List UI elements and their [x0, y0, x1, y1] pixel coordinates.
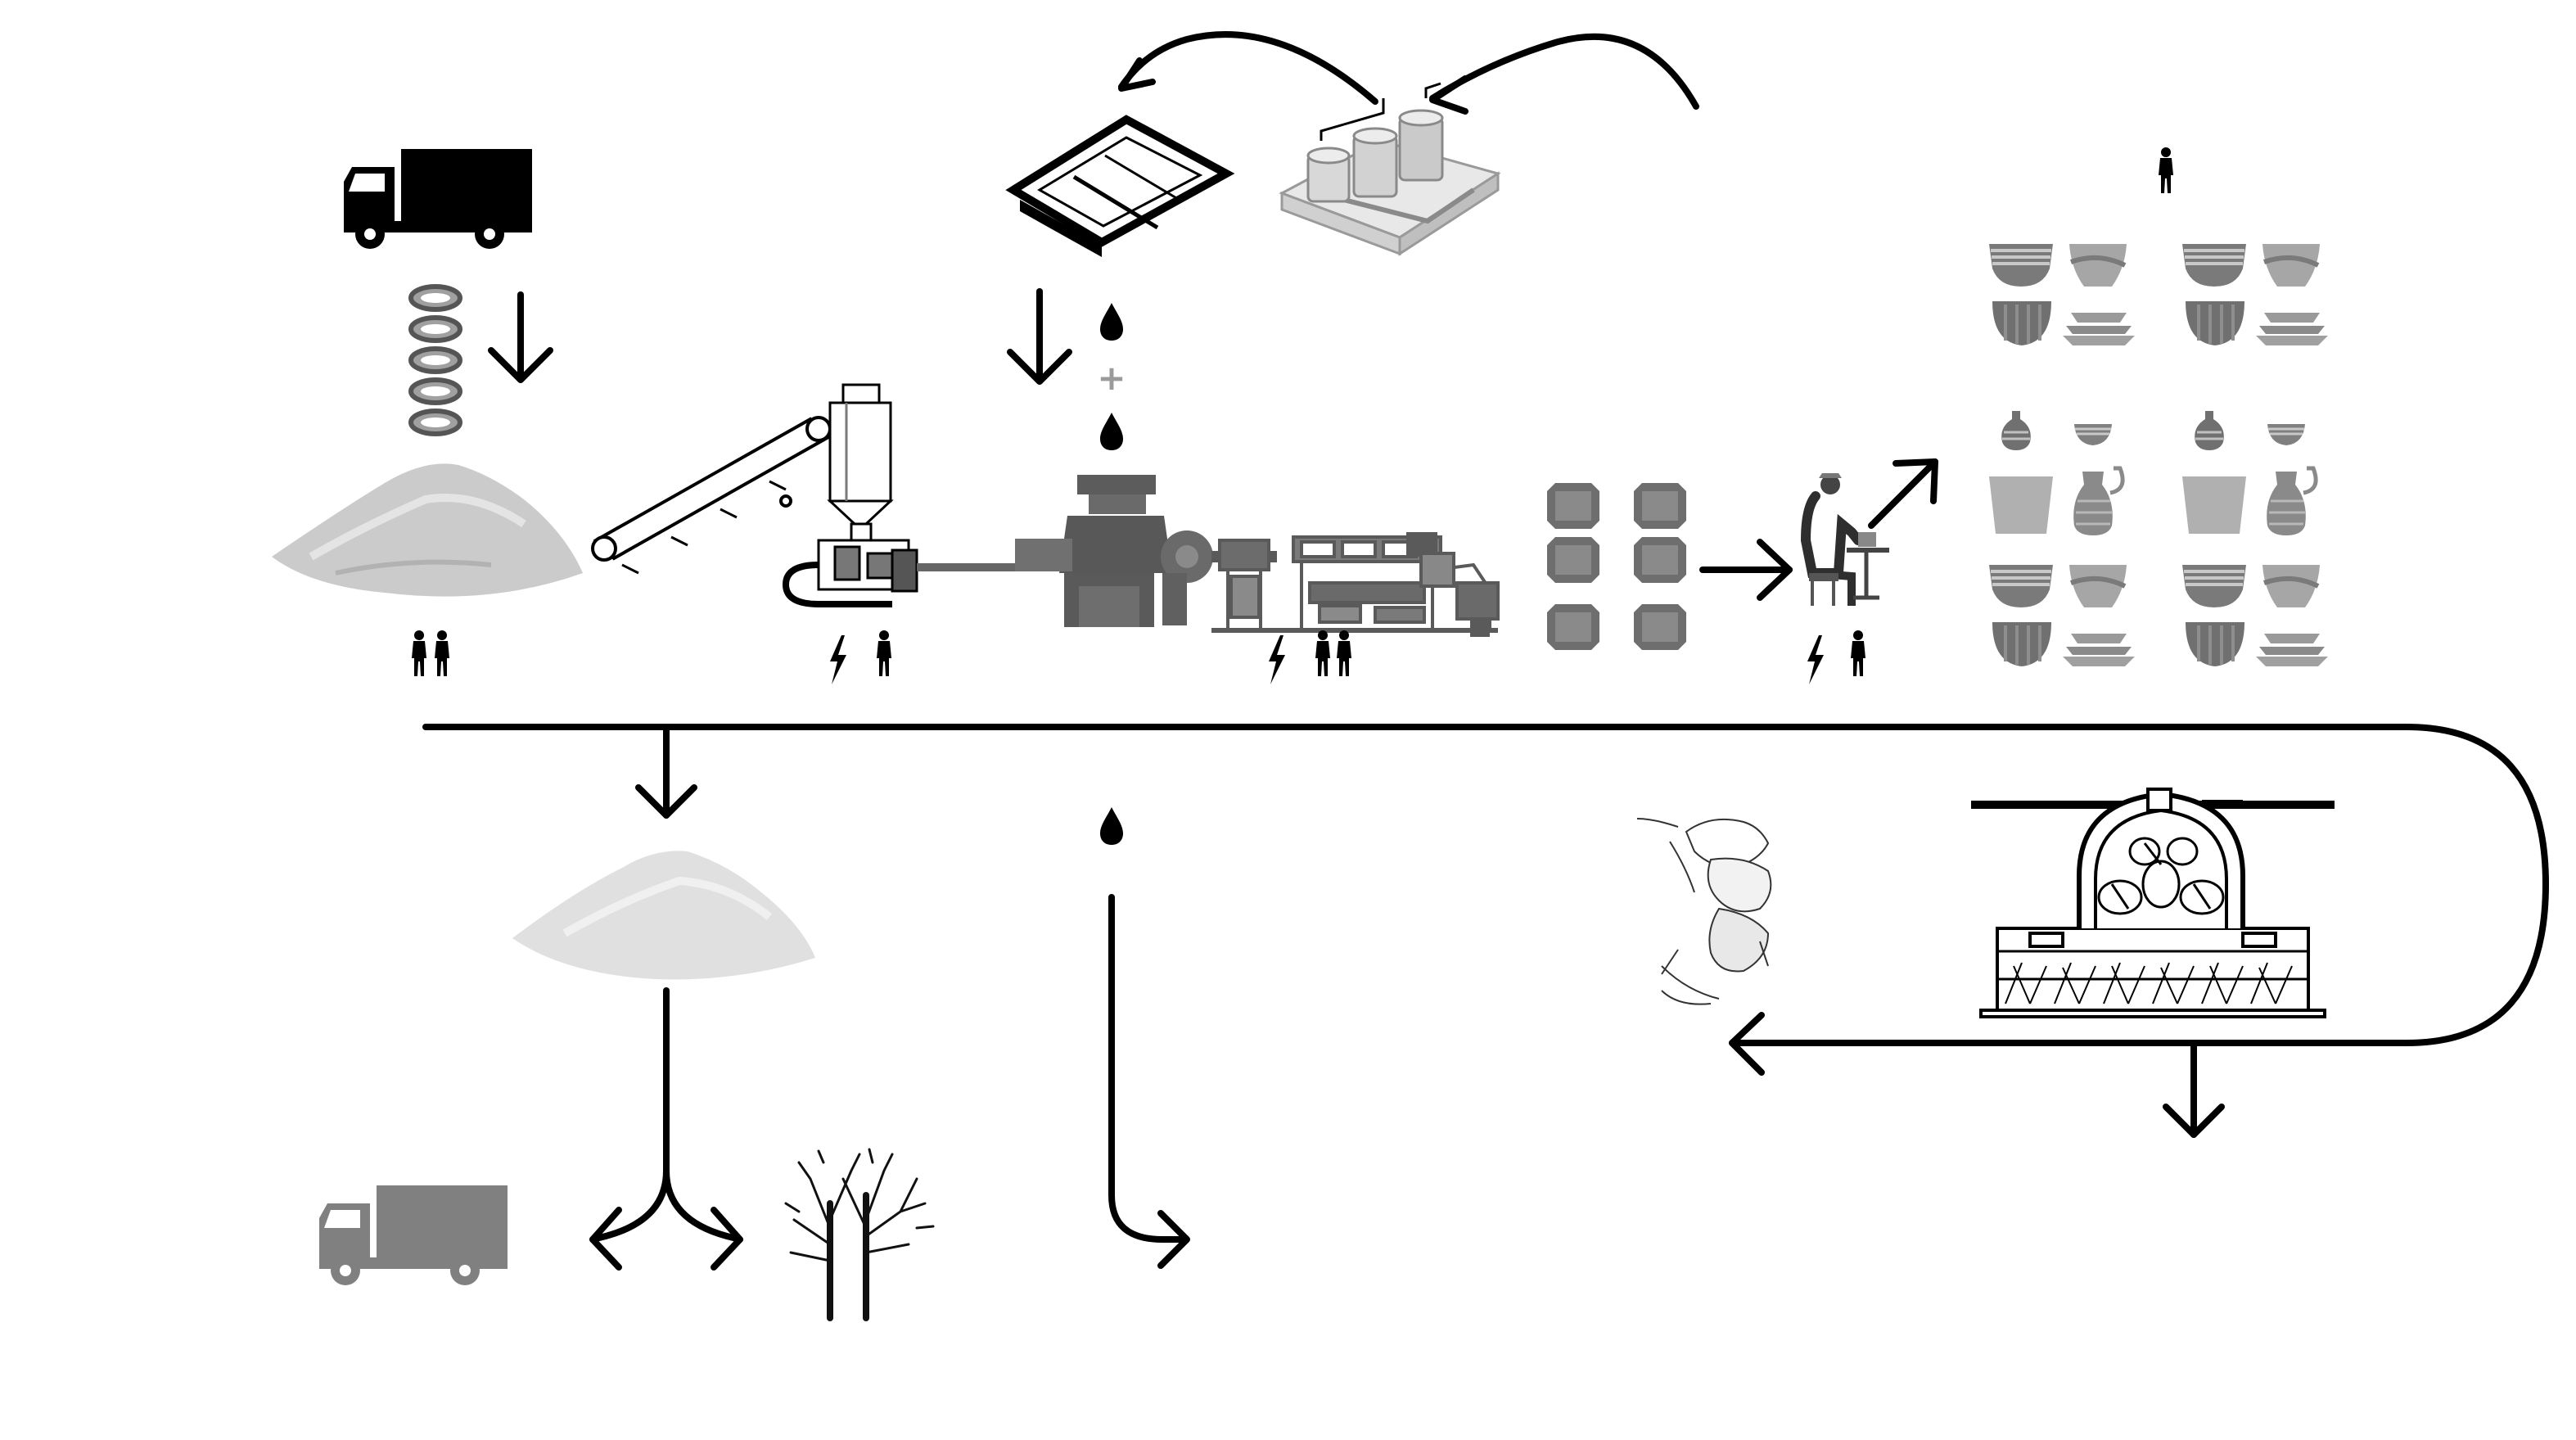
recycle-arc-left-arrow	[1118, 31, 1378, 105]
delivery-truck-icon	[344, 149, 532, 249]
water-drop-icon	[1100, 807, 1123, 845]
worker-icon	[435, 630, 449, 676]
tile-icon	[1547, 537, 1599, 583]
pottery-collection	[1989, 244, 2328, 666]
filter-press-tray	[1005, 115, 1235, 257]
tile-icon	[1634, 604, 1686, 650]
potter-at-wheel-icon	[1800, 473, 1889, 606]
broken-pottery-icon	[1636, 818, 1772, 1005]
worker-icon	[1337, 630, 1351, 676]
conveyor-belt-icon	[591, 416, 832, 575]
extruder-line-icon	[1211, 532, 1500, 637]
worker-icon	[1315, 630, 1330, 676]
worker-icon	[2159, 147, 2173, 193]
kiln-icon	[1971, 788, 2335, 1018]
water-drop-icon	[1100, 413, 1123, 450]
residue-pile-icon	[512, 851, 815, 980]
clay-tiles	[1547, 483, 1686, 650]
tile-icon	[1634, 483, 1686, 529]
raw-material-pile-icon	[272, 463, 583, 597]
water-treatment-tanks	[1279, 82, 1501, 256]
cyclone-mill-icon	[782, 383, 1015, 607]
worker-icon	[877, 630, 891, 676]
pot-icon	[1989, 565, 2135, 666]
indicators	[412, 147, 2173, 684]
recycle-arc-left-head	[1118, 57, 1156, 92]
pot-icon	[1989, 411, 2123, 535]
trees-icon	[784, 1148, 935, 1321]
recycle-arc-right-head	[1429, 75, 1468, 115]
worker-icon	[1851, 630, 1865, 676]
energy-icon	[1269, 635, 1285, 684]
pot-icon	[2182, 244, 2328, 345]
output-truck-icon	[319, 1185, 508, 1285]
energy-icon	[1807, 635, 1824, 684]
tile-icon	[1547, 604, 1599, 650]
potter-to-pottery-arrow	[1868, 458, 1938, 529]
water-out-arrow	[1108, 894, 1189, 1243]
flow-lines	[422, 31, 2549, 1271]
mixer-machine-icon	[1015, 475, 1277, 627]
worker-icon	[412, 630, 426, 676]
recycle-arc-right-arrow	[1429, 33, 1699, 110]
water-drop-icon	[1100, 303, 1123, 341]
pot-icon	[1989, 244, 2135, 345]
pot-icon	[2182, 565, 2328, 666]
plus-sign: +	[1097, 358, 1126, 398]
tile-icon	[1547, 483, 1599, 529]
pot-icon	[2182, 411, 2316, 535]
main-loop-line	[422, 724, 2549, 1046]
energy-icon	[830, 635, 846, 684]
tile-icon	[1634, 537, 1686, 583]
stacked-rings-icon	[408, 284, 462, 436]
